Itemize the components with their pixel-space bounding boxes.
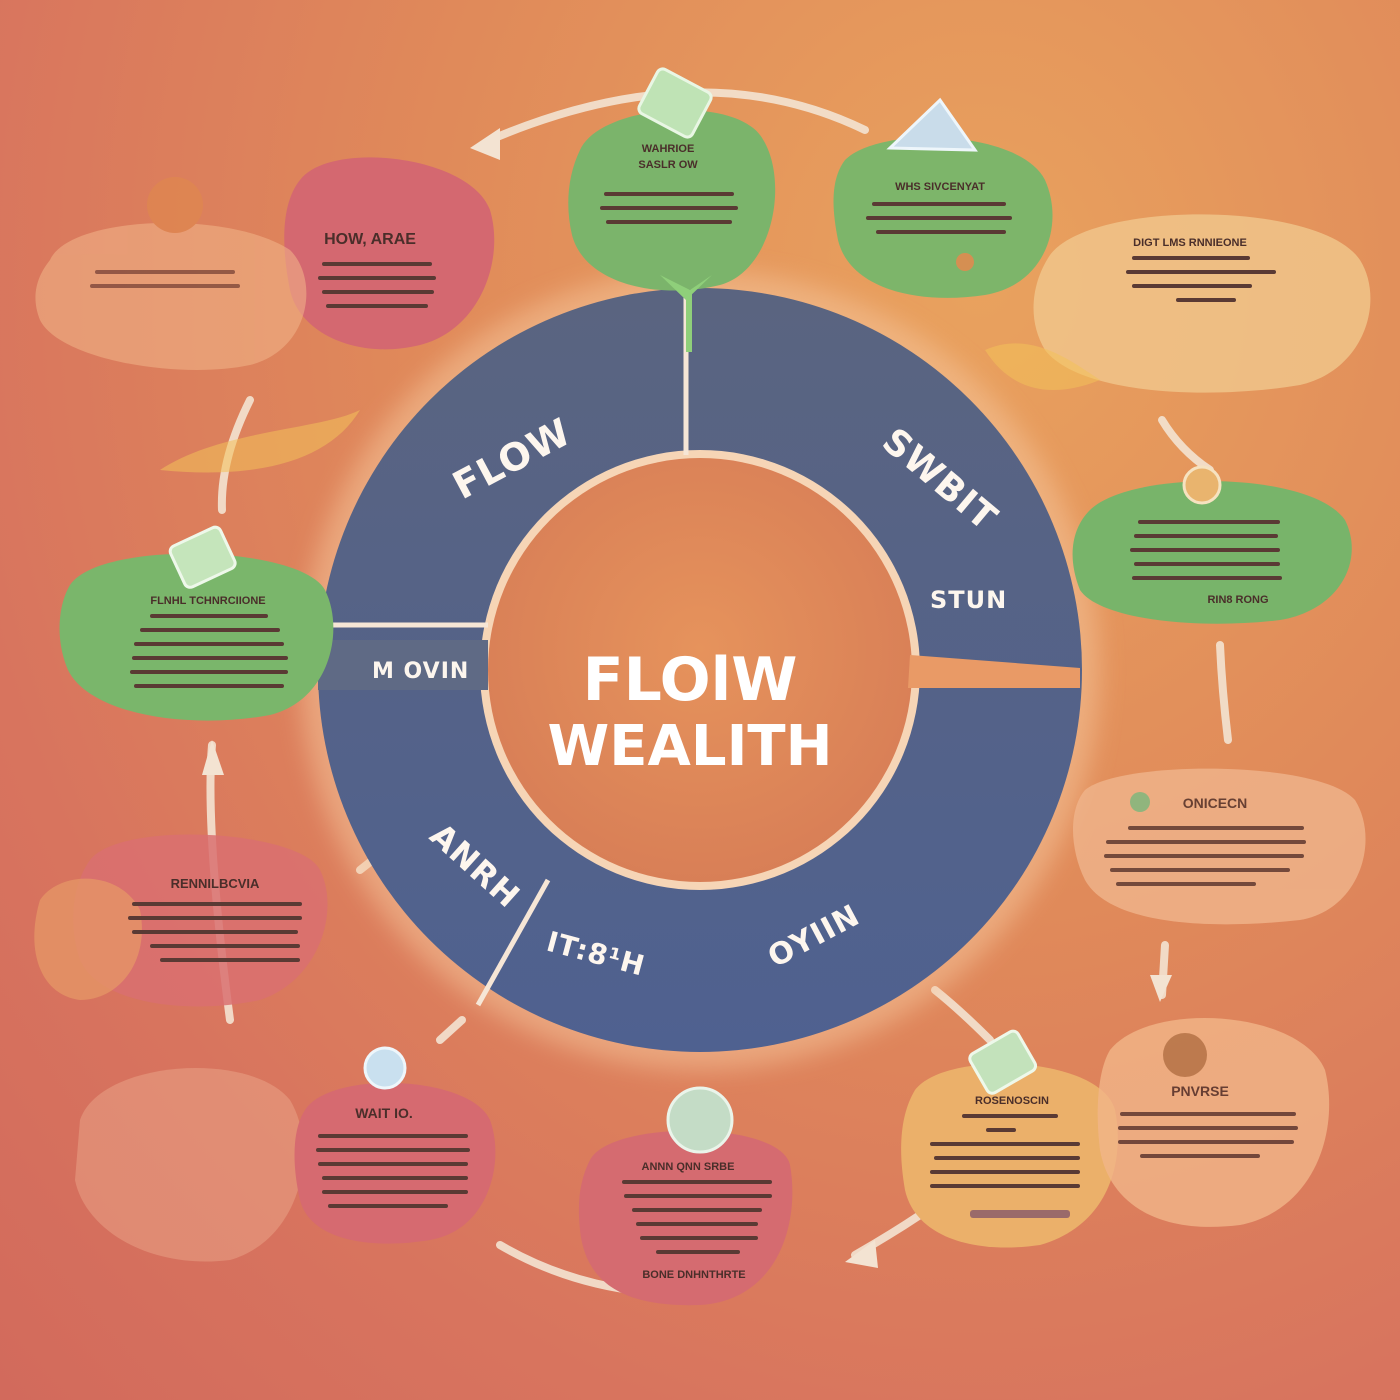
arrow-inner-bottom [436, 1016, 466, 1044]
blob-bottom-red: ANNN QNN SRBE BONE DNHNTHRTE [578, 1086, 793, 1306]
blob-left-red: RENNILBCVIA [34, 834, 328, 1007]
crystal-icon [886, 97, 978, 152]
ring-label-stun: STUN [930, 586, 1007, 614]
money-bill-icon [968, 1029, 1038, 1095]
blob-subtitle: SASLR OW [638, 159, 698, 171]
arrowhead-icon [1150, 975, 1172, 1002]
crystal-icon [363, 1046, 407, 1090]
blob-title: DIGT LMS RNNIEONE [1133, 237, 1247, 249]
money-bill-icon [168, 525, 237, 589]
blob-title: ROSENOSCIN [975, 1095, 1049, 1107]
flower-icon [1163, 1033, 1207, 1077]
ring-label-moving: M OVIN [372, 659, 469, 684]
center-title-line1: FLOlW [583, 645, 798, 715]
leaf-icon [1130, 792, 1150, 812]
center-title-line2: WEALITH [548, 714, 833, 779]
blob-left-green: FLNHL TCHNRCIIONE [59, 525, 334, 721]
arrowhead-icon [202, 740, 224, 775]
blob-title: HOW, ARAE [324, 231, 416, 248]
blob-bottom-right-orange: ROSENOSCIN [901, 1029, 1118, 1248]
blob-title: WHS SIVCENYAT [895, 181, 985, 193]
blob-right-mid: ONICECN [1072, 768, 1366, 925]
blob-right-orange: DIGT LMS RNNIEONE [1033, 214, 1371, 393]
blob-top-right-green: WHS SIVCENYAT [833, 97, 1053, 298]
blob-title: WAHRIOE [642, 143, 695, 155]
arrowhead-icon [845, 1240, 878, 1268]
blob-bottom-left-red: WAIT IO. [294, 1046, 496, 1244]
flower-icon [147, 177, 203, 233]
blob-bottom-right-mid: PNVRSE [1097, 1017, 1330, 1227]
leaf-icon [160, 343, 1100, 473]
blob-title: RENNILBCVIA [171, 876, 260, 891]
center-disc [488, 458, 912, 882]
money-bill-icon [637, 67, 713, 139]
arrow-inner-right [931, 986, 994, 1044]
blob-title: WAIT IO. [355, 1105, 413, 1121]
blob-title: PNVRSE [1171, 1083, 1229, 1099]
blob-title: RIN8 RONG [1207, 594, 1268, 606]
connector-band [908, 655, 1080, 688]
blob-title: ONICECN [1183, 795, 1248, 811]
blob-top-left-red: HOW, ARAE [284, 157, 495, 350]
blob-top-green: WAHRIOE SASLR OW [568, 67, 776, 352]
coin-icon [666, 1086, 734, 1154]
arrow-right-mid [1216, 641, 1232, 744]
coin-icon [1182, 465, 1222, 505]
arrowhead-icon [470, 128, 500, 160]
blob-top-left-faded [35, 177, 307, 370]
blob-footer: BONE DNHNTHRTE [642, 1269, 745, 1281]
arrow-right-upper [1158, 416, 1214, 474]
blob-title: ANNN QNN SRBE [642, 1161, 735, 1173]
blob-title: FLNHL TCHNRCIIONE [150, 595, 265, 607]
blob-right-green: RIN8 RONG [1072, 465, 1352, 624]
blob-bottom-left-faded [75, 1067, 304, 1262]
